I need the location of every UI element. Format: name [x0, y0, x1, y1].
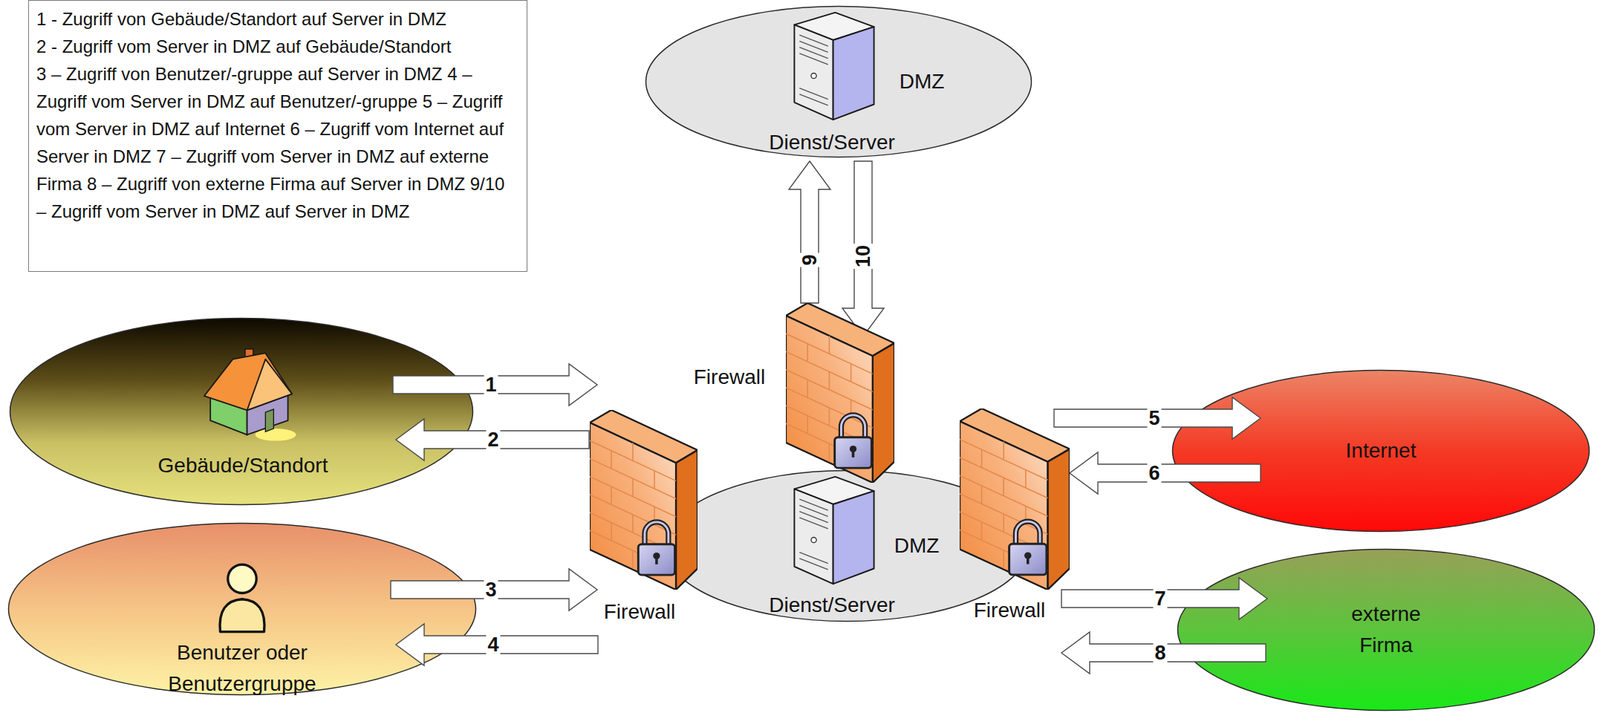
callout-number: 1: [483, 375, 498, 396]
building-icon: [204, 349, 297, 442]
zone-ellipse: [664, 470, 1030, 622]
internet-zone: Internet: [1171, 369, 1591, 533]
firewall-icon: [785, 303, 895, 483]
legend-item: 2 - Zugriff vom Server in DMZ auf Gebäud…: [36, 32, 520, 61]
zone-ellipse: [1178, 549, 1595, 711]
callout-number: 9: [800, 252, 821, 267]
access-arrow: [842, 161, 884, 337]
zone-ellipse: [10, 318, 474, 506]
zone-ellipse: [8, 523, 477, 696]
server-icon: [794, 12, 874, 120]
zone-label: Gebäude/Standort: [158, 450, 329, 482]
zone-label: Internet: [1345, 435, 1417, 467]
server-icon: [794, 476, 874, 584]
legend-item: 3 – Zugriff von Benutzer/-gruppe auf Ser…: [36, 63, 442, 84]
callout-number: 2: [485, 430, 500, 451]
legend-text: 1 - Zugriff von Gebäude/Standort auf Ser…: [36, 5, 520, 226]
callout-number: 8: [1152, 643, 1167, 664]
user-zone: Benutzer oder Benutzergruppe: [7, 522, 477, 697]
zone-outline: [8, 317, 474, 506]
callout-number: 4: [485, 635, 500, 656]
legend-item: 8 – Zugriff von externe Firma auf Server…: [86, 173, 465, 194]
partner-zone: externe Firma: [1176, 548, 1596, 712]
callout-number: 10: [853, 243, 874, 269]
zone-label: DMZ: [899, 66, 945, 98]
zone-label: externe Firma: [1337, 598, 1436, 662]
dmz-zone: DMZDienst/Server: [644, 5, 1033, 159]
zone-label: Dienst/Server: [768, 589, 896, 621]
zone-label: Benutzer oder Benutzergruppe: [144, 637, 340, 700]
site-zone: Gebäude/Standort: [8, 317, 474, 506]
legend-item: 1 - Zugriff von Gebäude/Standort auf Ser…: [36, 5, 520, 33]
callout-number: 7: [1152, 589, 1167, 610]
user-icon: [219, 564, 265, 633]
callout-number: 5: [1146, 408, 1162, 429]
zone-ellipse: [1172, 370, 1590, 532]
firewall-label: Firewall: [693, 364, 766, 390]
zone-label: DMZ: [894, 530, 940, 562]
firewall-icon: [589, 410, 698, 590]
callout-number: 6: [1146, 463, 1162, 484]
firewall-label: Firewall: [603, 599, 676, 625]
zone-label: Dienst/Server: [768, 127, 896, 159]
zone-outline: [1176, 548, 1596, 712]
zone-outline: [7, 522, 477, 697]
legend-note-box: 1 - Zugriff von Gebäude/Standort auf Ser…: [28, 0, 528, 272]
callout-number: 3: [483, 580, 498, 601]
access-arrow: [788, 161, 831, 304]
firewall-label: Firewall: [973, 597, 1046, 624]
